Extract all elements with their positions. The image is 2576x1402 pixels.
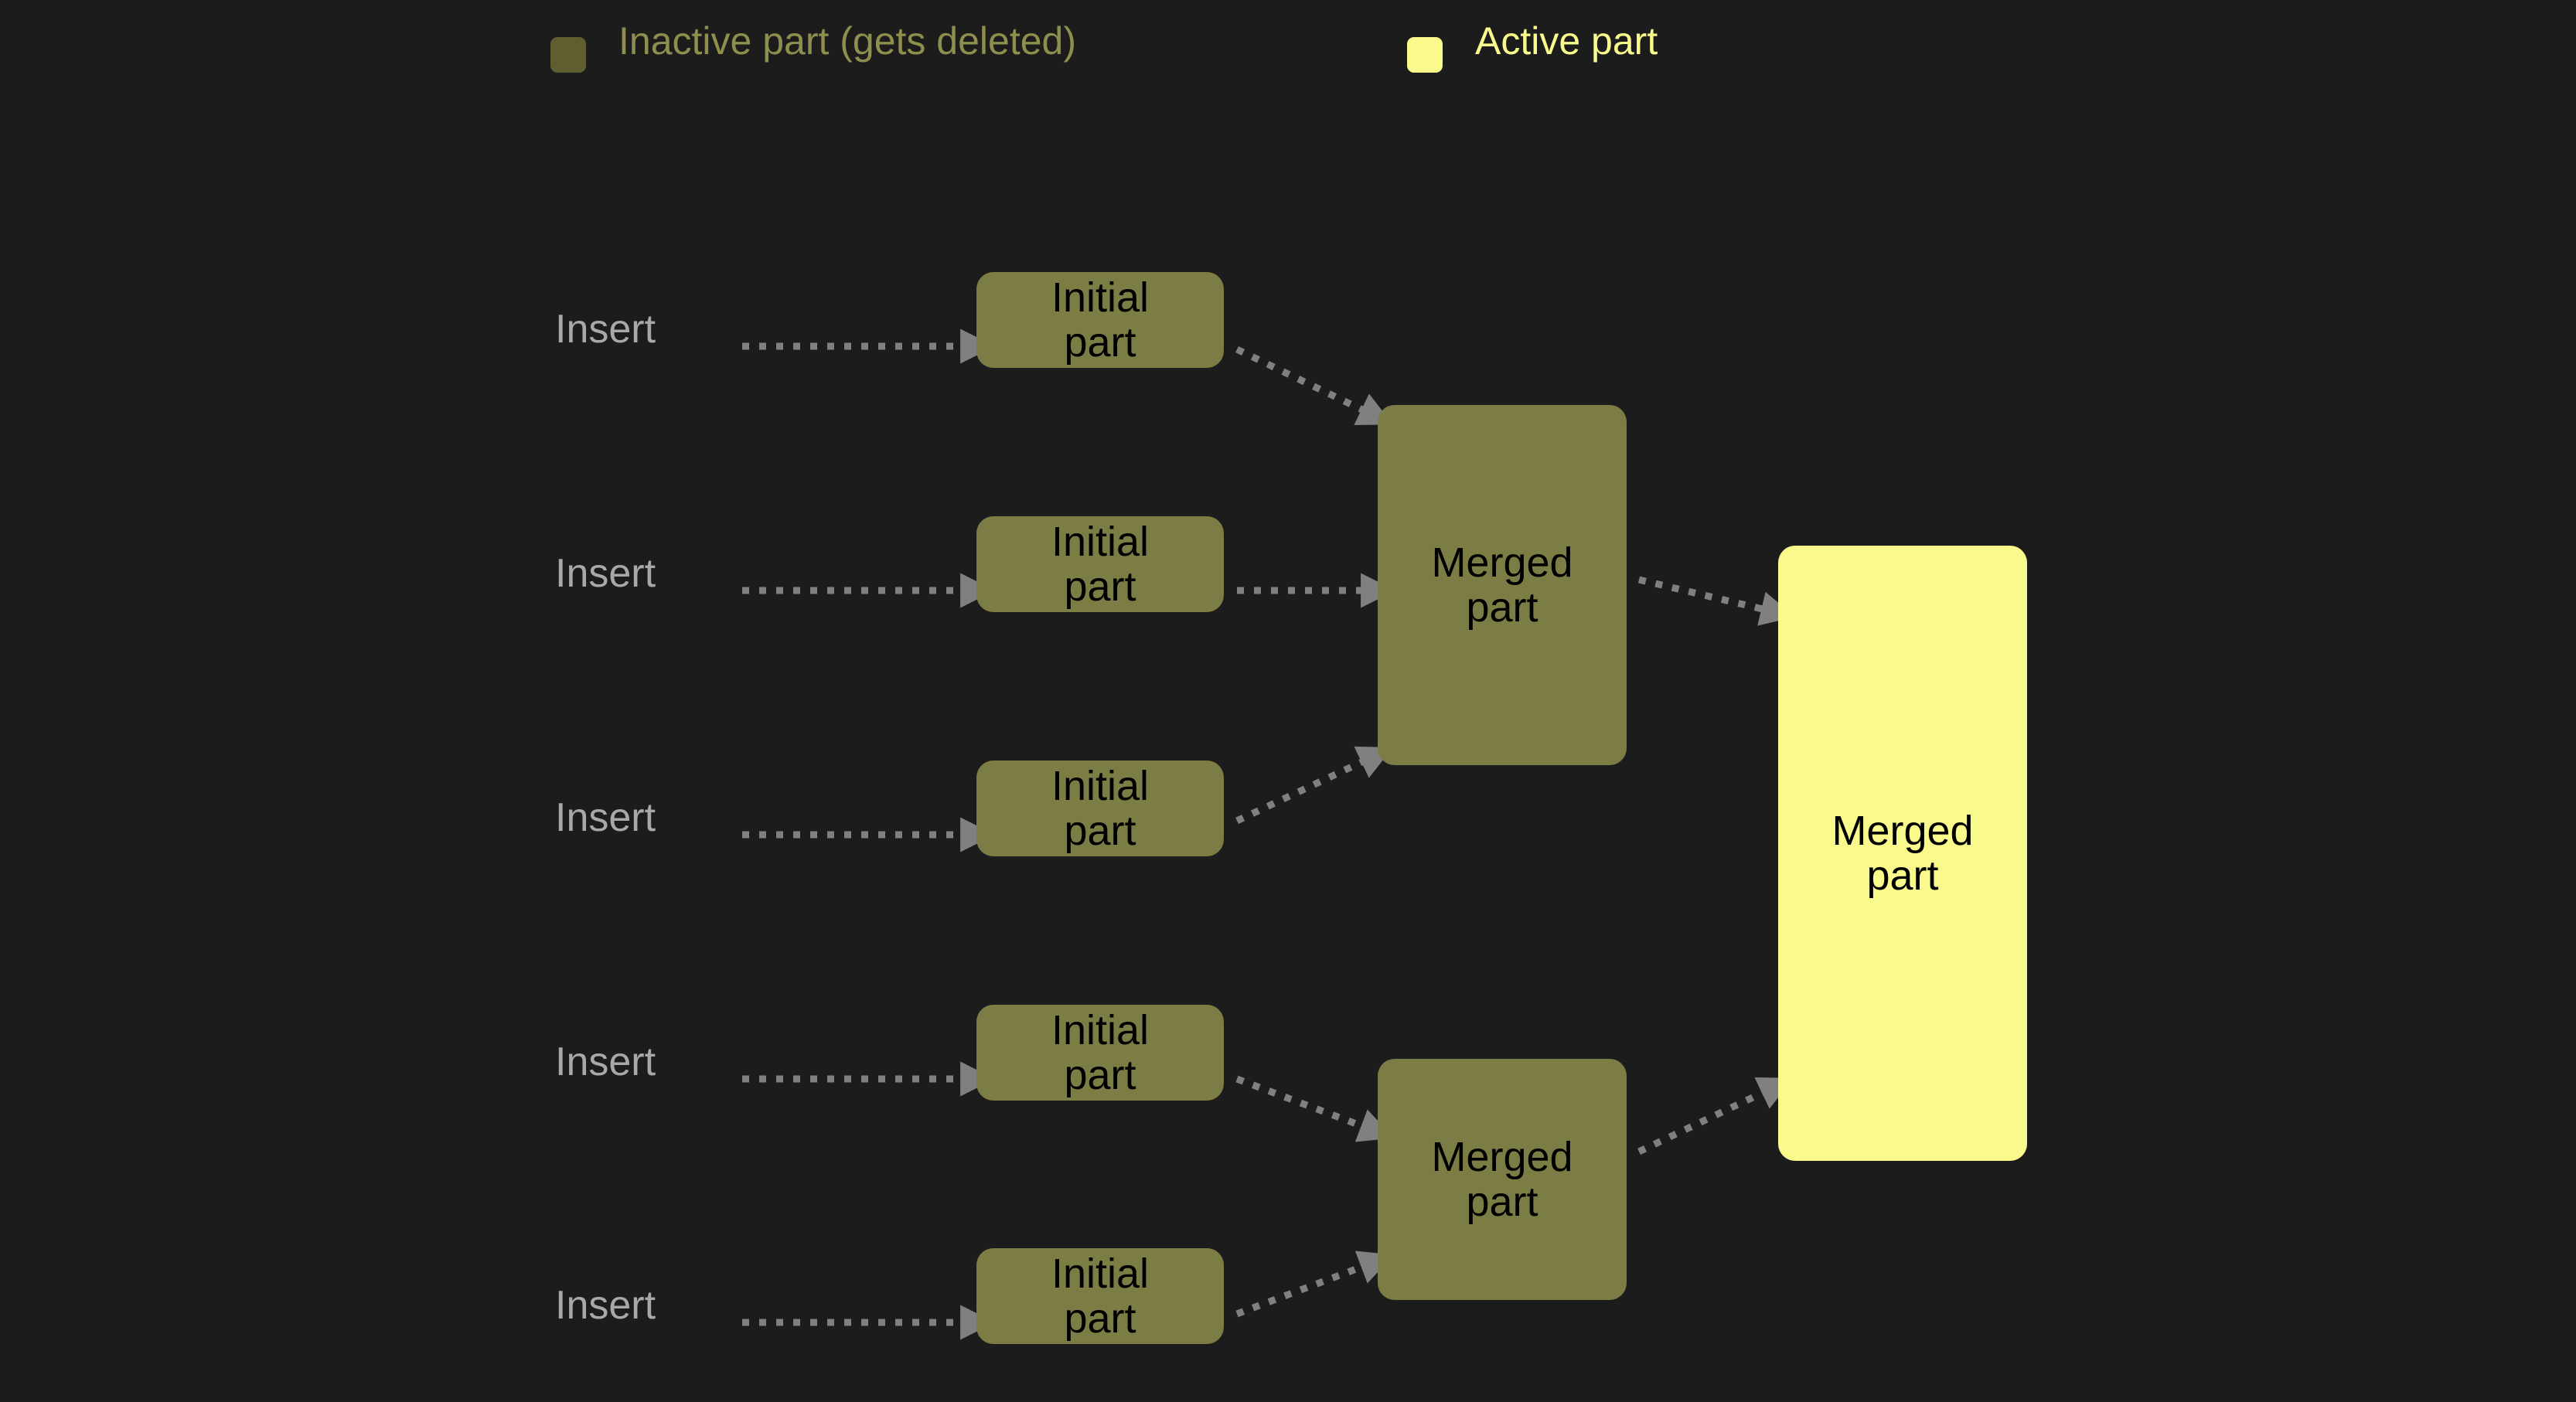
legend-swatch-active: [1407, 37, 1443, 73]
insert-label-3: Insert: [555, 795, 656, 840]
insert-label-2: Insert: [555, 551, 656, 596]
node-label-line2: part: [1064, 319, 1136, 366]
node-label-line1: Initial: [1051, 763, 1150, 809]
node-label-line1: Initial: [1051, 1251, 1150, 1297]
node-label-line2: part: [1064, 808, 1136, 854]
node-label-line2: part: [1064, 1295, 1136, 1342]
insert-label-4: Insert: [555, 1040, 656, 1084]
node-label-line2: part: [1466, 584, 1538, 631]
node-label-line1: Initial: [1051, 519, 1150, 565]
node-label-line1: Merged: [1431, 1134, 1573, 1180]
legend-swatch-inactive: [550, 37, 586, 73]
node-label-line1: Initial: [1051, 1007, 1150, 1053]
legend-label-active: Active part: [1475, 19, 1658, 63]
node-label-line2: part: [1866, 852, 1939, 899]
node-label-line2: part: [1466, 1179, 1538, 1225]
insert-label-5: Insert: [555, 1283, 656, 1328]
node-label-line2: part: [1064, 563, 1136, 610]
node-label-line1: Initial: [1051, 274, 1150, 321]
node-label-line2: part: [1064, 1052, 1136, 1098]
insert-label-1: Insert: [555, 307, 656, 352]
legend-label-inactive: Inactive part (gets deleted): [618, 19, 1076, 63]
node-label-line1: Merged: [1431, 539, 1573, 586]
node-label-line1: Merged: [1831, 808, 1974, 854]
